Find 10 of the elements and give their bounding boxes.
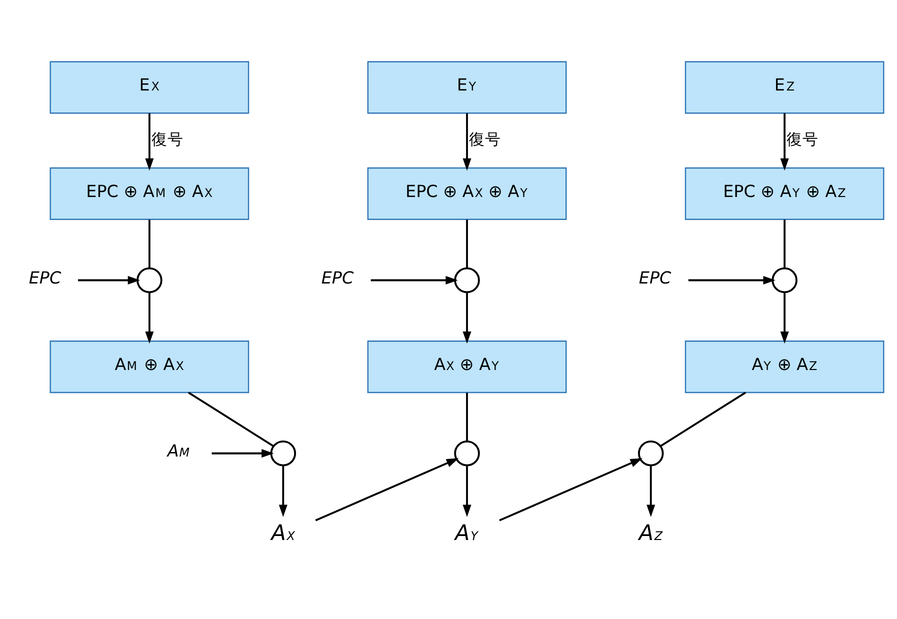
node-text: EPC xyxy=(28,267,62,288)
node-text: EPC xyxy=(321,267,354,288)
edge-label: 復号 xyxy=(151,130,184,149)
node-text: AX xyxy=(271,520,295,546)
node-text: EPC xyxy=(638,267,672,288)
node-text: AY xyxy=(455,520,478,546)
node-text: AZ xyxy=(638,520,663,546)
edge-label: 復号 xyxy=(786,130,818,149)
node-text: AM xyxy=(167,440,190,461)
edge-label: 復号 xyxy=(468,130,501,149)
